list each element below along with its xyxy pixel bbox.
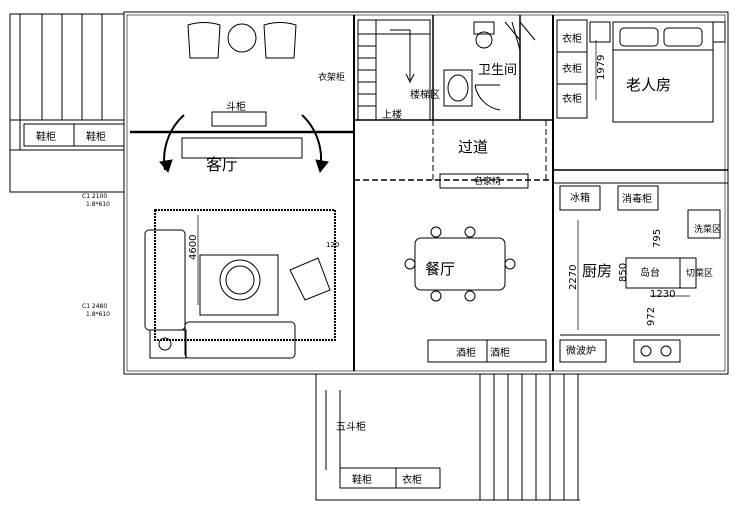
- entrance-porch: [315, 373, 580, 501]
- label-upstairs: 上楼: [382, 108, 402, 121]
- dim-kitchen-b: 850: [618, 263, 629, 282]
- bathroom-fixtures: [443, 21, 536, 111]
- dining-table: [404, 173, 547, 363]
- label-cutting: 切菜区: [686, 267, 713, 279]
- label-shoe-cabinet-2: 鞋柜: [86, 130, 106, 143]
- dim-sofa-depth: 120: [326, 241, 339, 249]
- label-sterilizer: 消毒柜: [622, 192, 652, 205]
- label-wine-cabinet-2: 酒柜: [490, 346, 510, 359]
- label-living-room: 客厅: [206, 155, 238, 174]
- label-shoe-cabinet-1: 鞋柜: [36, 130, 56, 143]
- label-wardrobe-bottom: 衣柜: [402, 473, 422, 486]
- dim-kitchen-height: 2270: [568, 265, 579, 290]
- building-outline: [123, 11, 729, 375]
- label-wardrobe-1: 衣柜: [562, 32, 582, 45]
- label-coat-rack: 衣架柜: [318, 71, 345, 83]
- label-elderly-room: 老人房: [626, 76, 671, 94]
- label-island: 岛台: [640, 266, 660, 279]
- dim-kitchen-c: 1230: [650, 289, 675, 300]
- dim-kitchen-d: 972: [646, 307, 657, 326]
- label-wine-cabinet: 酒柜: [456, 346, 476, 359]
- label-dining-room: 餐厅: [425, 260, 455, 278]
- left-wing: [9, 13, 125, 193]
- label-wardrobe-3: 衣柜: [562, 92, 582, 105]
- label-microwave: 微波炉: [566, 344, 596, 357]
- label-fridge: 冰箱: [570, 191, 590, 204]
- window-note-1a: C1 2100: [82, 193, 107, 200]
- staircase: [357, 19, 431, 121]
- label-bathroom: 卫生间: [478, 63, 517, 78]
- dim-kitchen-a: 795: [652, 229, 663, 248]
- dim-living-width: 4600: [188, 235, 199, 260]
- label-bucket-cabinet-porch: 五斗柜: [336, 420, 366, 433]
- living-furniture: [144, 22, 336, 359]
- label-corridor: 过道: [458, 138, 488, 156]
- window-note-2a: C1 2480: [82, 303, 107, 310]
- dim-bedroom: 1979: [596, 55, 607, 80]
- bed: [589, 21, 726, 123]
- label-sink: 洗菜区: [694, 223, 721, 235]
- label-name-wall: 名家椅: [474, 175, 501, 187]
- label-shoe-cabinet-3: 鞋柜: [352, 473, 372, 486]
- label-wardrobe-2: 衣柜: [562, 62, 582, 75]
- label-bucket-cabinet: 斗柜: [226, 100, 246, 113]
- window-note-1b: 1.8*610: [86, 201, 110, 208]
- window-note-2b: 1.8*610: [86, 311, 110, 318]
- label-stair-area: 楼梯区: [410, 88, 440, 101]
- kitchen-fixtures: [559, 185, 721, 363]
- label-kitchen: 厨房: [582, 262, 612, 280]
